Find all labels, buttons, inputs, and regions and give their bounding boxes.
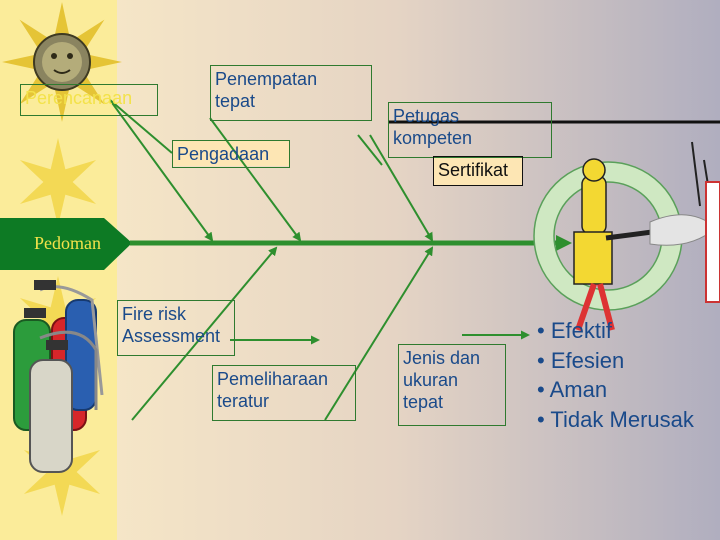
spine-head [0,218,132,270]
sun-icon [19,138,97,226]
cause-pemeliharaan: Pemeliharaan teratur [212,365,356,421]
outcome-item: • Efesien [537,347,625,373]
sertifikat-bg [433,156,523,185]
outcome-item: • Aman [537,377,608,402]
cause-pengadaan: Pengadaan [172,140,290,168]
outcome-item: • Efektif [537,318,612,343]
spine-label: Pedoman [34,233,101,253]
fire-extinguisher-icon [13,280,104,473]
cause-petugas: Petugas kompeten [388,102,552,158]
cause-sertifikat: Sertifikat [433,156,523,186]
cause-penempatan: Penempatan tepat [210,65,372,121]
pengadaan-bg [172,140,290,166]
cause-jenis: Jenis dan ukuran tepat [398,344,506,426]
outcome-list: • Efektif • Efesien • Aman • Tidak Merus… [537,316,694,434]
firefighter-icon [533,141,720,331]
cause-perencanaan: Perencanaan [20,84,158,116]
cause-fire-risk: Fire risk Assessment [117,300,235,356]
sun-face-icon [33,33,91,91]
outcome-item: • Tidak Merusak [537,406,694,432]
